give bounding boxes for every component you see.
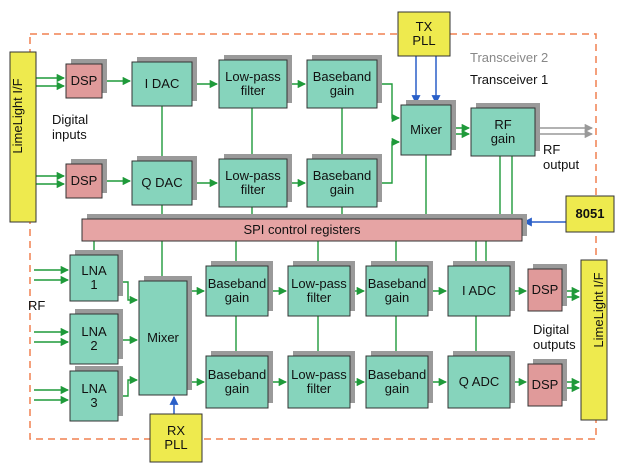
transceiver1-label: Transceiver 1	[470, 72, 549, 87]
bb-tx-i-rect	[306, 59, 378, 109]
i-dac-rect	[131, 61, 193, 107]
rf-input-label: RF	[28, 298, 46, 313]
bb-rx-i2-rect	[365, 265, 429, 317]
rx-pll-rect	[149, 413, 203, 463]
lna2-rect	[69, 313, 119, 365]
bb-rx-q2-rect	[365, 355, 429, 409]
lpf-tx-i-rect	[218, 59, 288, 109]
dsp-rx-i-rect	[527, 268, 563, 312]
rf-gain-rect	[470, 107, 536, 157]
lna1-rect	[69, 254, 119, 302]
dsp-tx-i-rect	[65, 63, 103, 99]
ctrl-8051-rect	[565, 195, 615, 233]
bb-tx-q-rect	[306, 158, 378, 208]
i-adc-rect	[447, 265, 511, 317]
transceiver-dashed-border	[29, 33, 597, 440]
rf-output-label: RF output	[543, 142, 580, 172]
lpf-tx-q-rect	[218, 158, 288, 208]
spi-rect	[81, 218, 523, 242]
tx-mixer-rect	[400, 104, 452, 156]
q-adc-rect	[447, 355, 511, 409]
limelight-right-bar	[580, 259, 608, 421]
lpf-rx-q-rect	[287, 355, 351, 409]
digital-inputs-label: Digital inputs	[52, 112, 89, 142]
transceiver2-label: Transceiver 2	[470, 50, 549, 65]
limelight-left-bar	[9, 51, 37, 223]
lna3-rect	[69, 370, 119, 422]
signal-wire	[377, 83, 401, 123]
rx-mixer-rect	[138, 280, 188, 396]
q-dac-rect	[131, 160, 193, 206]
signal-wire	[377, 137, 401, 184]
dsp-tx-q-rect	[65, 163, 103, 199]
dsp-rx-q-rect	[527, 363, 563, 407]
digital-outputs-label: Digital outputs	[533, 322, 576, 352]
bb-rx-q1-rect	[205, 355, 269, 409]
limelight-left-label: LimeLight I/F	[10, 78, 25, 154]
lpf-rx-i-rect	[287, 265, 351, 317]
tx-pll-rect	[397, 11, 451, 57]
bb-rx-i1-rect	[205, 265, 269, 317]
limelight-right-label: LimeLight I/F	[591, 272, 606, 348]
